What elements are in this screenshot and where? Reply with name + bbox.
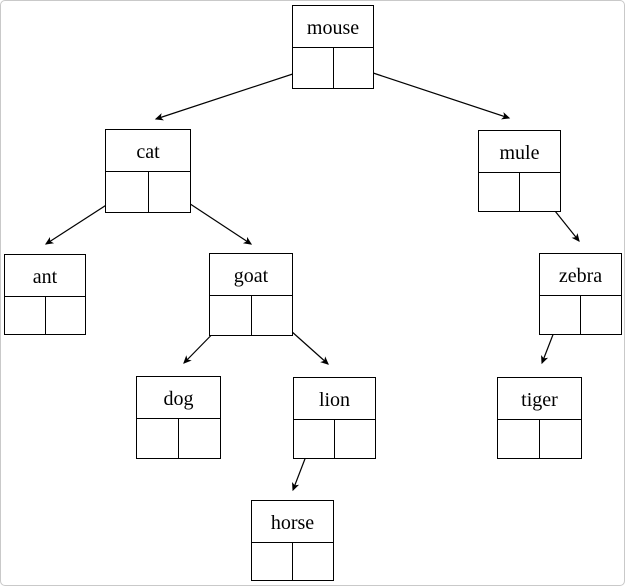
node-pointer-cells: [5, 297, 85, 334]
tree-node-horse: horse: [251, 500, 334, 581]
right-pointer-cell: [46, 297, 86, 334]
tree-node-dog: dog: [136, 376, 221, 459]
right-pointer-cell: [335, 420, 375, 458]
node-label: goat: [210, 254, 292, 296]
node-label: zebra: [540, 254, 621, 296]
right-pointer-cell: [252, 296, 293, 335]
tree-node-ant: ant: [4, 254, 86, 335]
node-pointer-cells: [479, 173, 560, 211]
node-label: cat: [106, 130, 190, 172]
node-label: mule: [479, 131, 560, 173]
node-label: ant: [5, 255, 85, 297]
left-pointer-cell: [293, 48, 334, 88]
right-pointer-cell: [581, 296, 621, 334]
node-pointer-cells: [252, 543, 333, 580]
tree-node-mouse: mouse: [292, 5, 374, 89]
tree-node-tiger: tiger: [497, 377, 582, 459]
edge-mouse-mule: [354, 66, 511, 120]
node-label: horse: [252, 501, 333, 543]
right-pointer-cell: [334, 48, 374, 88]
node-label: tiger: [498, 378, 581, 420]
tree-node-goat: goat: [209, 253, 293, 336]
tree-node-cat: cat: [105, 129, 191, 213]
left-pointer-cell: [252, 543, 293, 580]
node-pointer-cells: [498, 420, 581, 458]
node-pointer-cells: [294, 420, 375, 458]
node-pointer-cells: [137, 419, 220, 458]
node-label: mouse: [293, 6, 373, 48]
right-pointer-cell: [179, 419, 220, 458]
left-pointer-cell: [498, 420, 540, 458]
left-pointer-cell: [294, 420, 335, 458]
edge-mouse-cat: [154, 66, 315, 121]
left-pointer-cell: [479, 173, 520, 211]
node-pointer-cells: [210, 296, 292, 335]
tree-node-zebra: zebra: [539, 253, 622, 335]
node-label: lion: [294, 378, 375, 420]
left-pointer-cell: [137, 419, 179, 458]
node-pointer-cells: [540, 296, 621, 334]
right-pointer-cell: [293, 543, 333, 580]
node-label: dog: [137, 377, 220, 419]
left-pointer-cell: [210, 296, 252, 335]
right-pointer-cell: [149, 172, 191, 212]
right-pointer-cell: [520, 173, 560, 211]
left-pointer-cell: [106, 172, 149, 212]
node-pointer-cells: [293, 48, 373, 88]
node-pointer-cells: [106, 172, 190, 212]
tree-node-mule: mule: [478, 130, 561, 212]
left-pointer-cell: [540, 296, 581, 334]
tree-node-lion: lion: [293, 377, 376, 459]
left-pointer-cell: [5, 297, 46, 334]
right-pointer-cell: [540, 420, 581, 458]
